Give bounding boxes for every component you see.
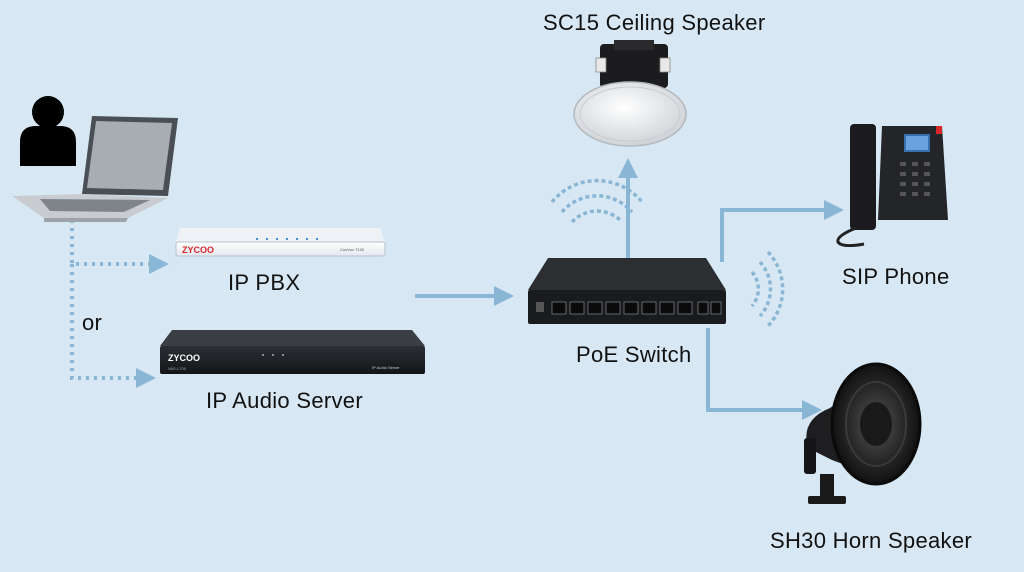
ip-audio-server-device: ZYCOO VAS-L700 IP Audio Server [160,330,425,374]
server-model-label: IP Audio Server [372,365,400,370]
poe-switch-label: PoE Switch [576,342,692,367]
ip-pbx-label: IP PBX [228,270,301,295]
sip-phone-label: SIP Phone [842,264,950,289]
wireless-wave-icon [750,250,785,328]
dotted-link-pc-to-pbx [70,220,169,274]
wireless-wave-icon [550,178,644,224]
ip-pbx-device: ZYCOO CooVox T100 [175,228,386,257]
laptop-icon [12,116,178,222]
horn-speaker-label: SH30 Horn Speaker [770,528,972,553]
poe-switch-device [528,258,726,324]
ceiling-speaker-device [573,40,687,147]
ceiling-speaker-label: SC15 Ceiling Speaker [543,10,766,35]
pbx-model-label: CooVox T100 [340,247,365,252]
ip-audio-server-label: IP Audio Server [206,388,363,413]
server-brand-logo: ZYCOO [168,353,200,363]
pbx-brand-logo: ZYCOO [182,245,214,255]
link-switch-to-horn [706,328,822,420]
horn-speaker-device [804,362,922,504]
server-tag-label: VAS-L700 [168,366,187,371]
user-icon [20,96,76,166]
or-label: or [82,310,103,335]
dotted-link-pc-to-server [70,264,156,388]
link-switch-to-phone [720,200,844,262]
ethernet-ports [551,301,722,315]
sip-phone-device [836,124,948,248]
